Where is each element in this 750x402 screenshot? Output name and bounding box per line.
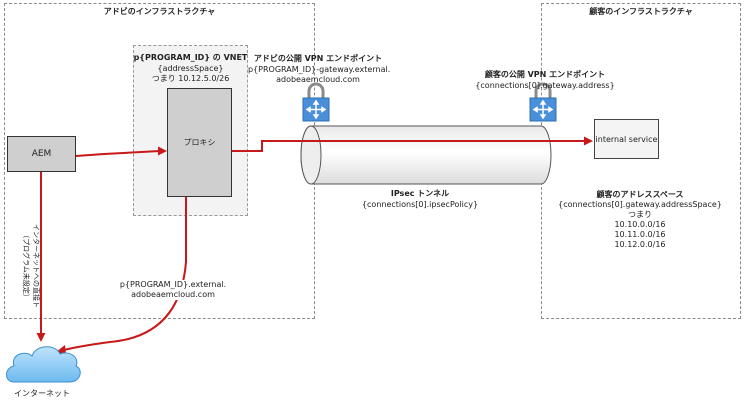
internal-service-label: internal service (595, 134, 658, 144)
proxy-label: プロキシ (183, 138, 216, 147)
customer-infrastructure-title: 顧客のインフラストラクチャ (589, 7, 693, 16)
direct-internet-label: インターネットへの直接ト （プログラム未設定） (19, 206, 41, 326)
proxy-egress-arrow (63, 197, 187, 351)
customer-address-ref: {connections[0].gateway.addressSpace} (558, 200, 722, 209)
internal-service-box: internal service (594, 119, 659, 159)
customer-vpn-address: {connections[0].gateway.address} (475, 81, 615, 90)
ipsec-tunnel-cylinder (300, 125, 552, 185)
adobe-infrastructure-title: アドビのインフラストラクチャ (103, 7, 216, 16)
customer-address-range: 10.10.0.0/16 (614, 220, 666, 229)
customer-vpn-lock-icon (529, 82, 557, 122)
adobe-vpn-host-line2: adobeaemcloud.com (276, 75, 360, 84)
vnet-address-example: つまり 10.12.5.0/26 (151, 74, 230, 83)
customer-address-title: 顧客のアドレススペース (596, 190, 684, 199)
aem-label: AEM (31, 149, 52, 159)
aem-to-proxy-arrow (75, 150, 161, 157)
internet-cloud-icon (6, 346, 81, 383)
vnet-title: p{PROGRAM_ID} の VNET (133, 53, 248, 62)
proxy-egress-host-line1: p{PROGRAM_ID}.external. (118, 280, 228, 290)
proxy-to-service-arrow (232, 140, 585, 152)
vnet-address-space: {addressSpace} (157, 64, 224, 73)
adobe-vpn-host-line1: p{PROGRAM_ID}-gateway.external. (248, 65, 391, 74)
internet-label: インターネット (14, 389, 70, 398)
ipsec-tunnel-title: IPsec トンネル (390, 189, 450, 198)
direct-internet-line2: （プログラム未設定） (22, 231, 30, 301)
customer-vpn-title: 顧客の公開 VPN エンドポイント (484, 70, 606, 79)
adobe-vpn-title: アドビの公開 VPN エンドポイント (253, 54, 383, 63)
customer-address-range: 10.11.0.0/16 (614, 230, 666, 239)
aem-box: AEM (7, 136, 76, 172)
adobe-vpn-lock-icon (302, 82, 330, 122)
customer-address-range: 10.12.0.0/16 (614, 240, 666, 249)
ipsec-tunnel-policy: {connections[0].ipsecPolicy} (361, 200, 479, 209)
customer-address-prefix: つまり (628, 210, 652, 219)
direct-internet-line1: インターネットへの直接ト (32, 224, 40, 308)
proxy-egress-host-line2: adobeaemcloud.com (118, 290, 228, 300)
proxy-box: プロキシ (167, 88, 232, 197)
